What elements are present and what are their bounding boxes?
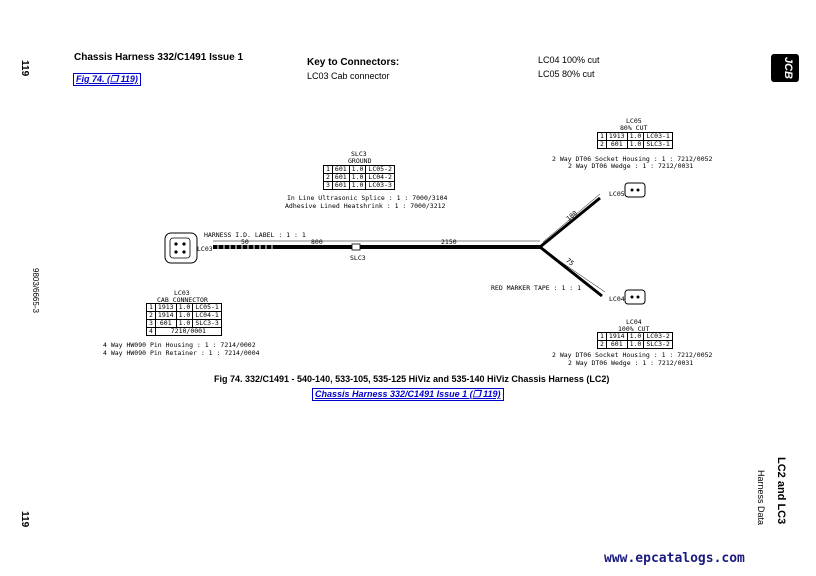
jcb-logo: JCB xyxy=(770,52,800,84)
key-item-lc05: LC05 80% cut xyxy=(538,69,595,79)
dim-50: 50 xyxy=(241,238,249,246)
lc03-title: LC03 xyxy=(174,289,190,297)
dim-2150: 2150 xyxy=(441,238,457,246)
lc03-housing: 4 Way HW090 Pin Housing : 1 : 7214/0002 xyxy=(103,341,256,349)
fig-74-link[interactable]: Fig 74. (❐ 119) xyxy=(73,73,141,86)
lc04-housing: 2 Way DT06 Socket Housing : 1 : 7212/005… xyxy=(552,351,713,359)
lc05-housing: 2 Way DT06 Socket Housing : 1 : 7212/005… xyxy=(552,155,713,163)
slc3-wire-label: SLC3 xyxy=(350,254,366,262)
lc03-connector-shape xyxy=(164,232,198,264)
trunk-conduit-hatch xyxy=(217,245,273,249)
key-item-lc04: LC04 100% cut xyxy=(538,55,600,65)
slc3-subtitle: GROUND xyxy=(348,157,372,165)
slc3-heatshrink: Adhesive Lined Heatshrink : 1 : 7000/321… xyxy=(285,202,446,210)
harness-link[interactable]: Chassis Harness 332/C1491 Issue 1 (❐ 119… xyxy=(312,388,504,401)
lc04-title: LC04 xyxy=(626,318,642,326)
page-title: Chassis Harness 332/C1491 Issue 1 xyxy=(74,52,243,63)
key-title: Key to Connectors: xyxy=(307,57,400,68)
lc04-connector-shape xyxy=(624,289,646,305)
lc03-subtitle: CAB CONNECTOR xyxy=(157,296,208,304)
lc05-connector-shape xyxy=(624,182,646,198)
slc3-splice: In Line Ultrasonic Splice : 1 : 7000/310… xyxy=(287,194,448,202)
watermark: www.epcatalogs.com xyxy=(604,551,745,566)
key-item-lc03: LC03 Cab connector xyxy=(307,71,390,81)
figure-caption: Fig 74. 332/C1491 - 540-140, 533-105, 53… xyxy=(214,374,610,384)
lc04-subtitle: 100% CUT xyxy=(618,325,650,333)
red-marker-tape-label: RED MARKER TAPE : 1 : 1 xyxy=(491,284,582,292)
dim-800: 800 xyxy=(311,238,323,246)
lc04-label: LC04 xyxy=(609,295,625,303)
lc05-title: LC05 xyxy=(626,117,642,125)
lc03-retainer: 4 Way HW090 Pin Retainer : 1 : 7214/0004 xyxy=(103,349,260,357)
jcb-logo-text: JCB xyxy=(782,57,794,79)
lc05-subtitle: 80% CUT xyxy=(620,124,648,132)
lc04-wedge: 2 Way DT06 Wedge : 1 : 7212/0031 xyxy=(568,359,694,367)
lc05-wedge: 2 Way DT06 Wedge : 1 : 7212/0031 xyxy=(568,162,694,170)
lc05-label: LC05 xyxy=(609,190,625,198)
splice-marker xyxy=(351,243,361,251)
lc03-label: LC03 xyxy=(197,245,213,253)
slc3-title: SLC3 xyxy=(351,150,367,158)
harness-id-label: HARNESS I.D. LABEL : 1 : 1 xyxy=(204,231,306,239)
